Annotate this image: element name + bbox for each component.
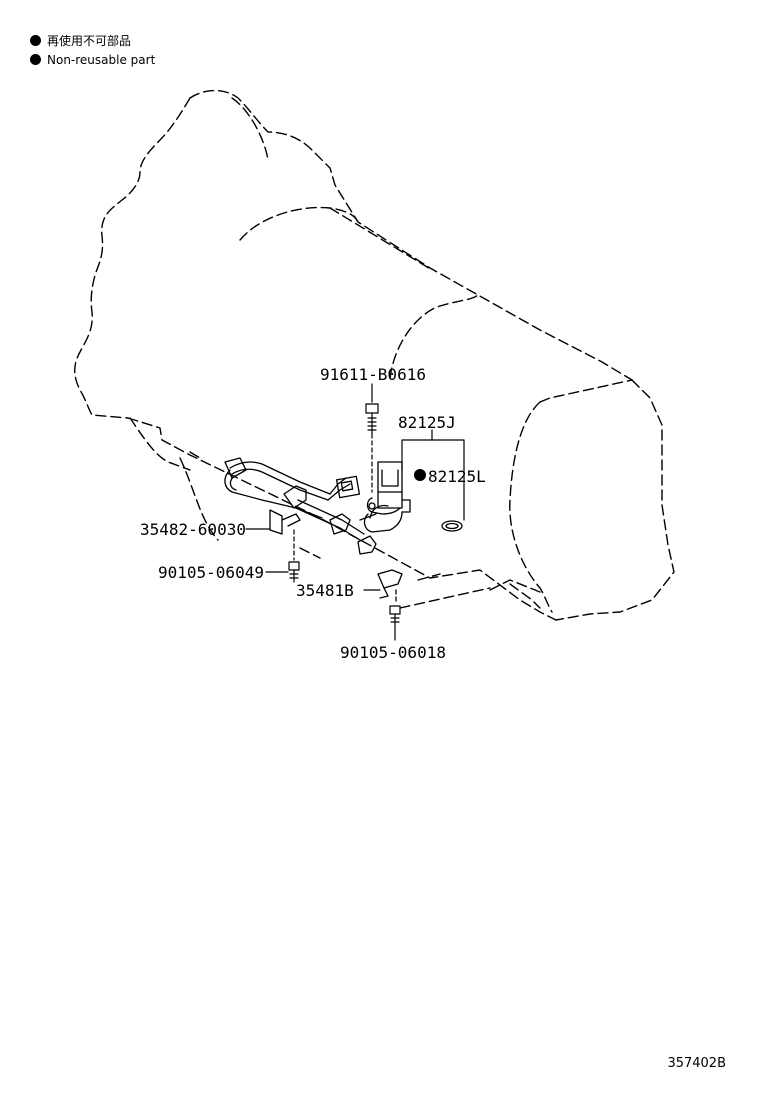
part-label-82125j: 82125J <box>398 413 456 432</box>
bracket-35482-icon <box>269 509 301 535</box>
bolt-91611-icon <box>365 403 379 493</box>
legend-row-en: Non-reusable part <box>30 50 155 69</box>
non-reusable-dot-icon <box>30 35 41 46</box>
wire-harness <box>224 457 389 541</box>
leader-lines <box>245 383 465 641</box>
non-reusable-dot-icon <box>414 469 426 481</box>
bolt-90105-06018-icon <box>389 605 401 629</box>
part-label-35482: 35482-60030 <box>140 520 246 539</box>
speed-sensor <box>363 461 411 533</box>
diagram-code: 357402B <box>667 1056 726 1071</box>
o-ring-icon <box>441 520 463 532</box>
part-label-90105-06049: 90105-06049 <box>158 563 264 582</box>
clamp-35481b-icon <box>377 569 403 603</box>
legend: 再使用不可部品 Non-reusable part <box>30 31 155 69</box>
bolt-90105-06049-icon <box>288 529 300 583</box>
part-label-82125l: 82125L <box>428 467 486 486</box>
non-reusable-dot-icon <box>30 54 41 65</box>
transmission-housing-outline <box>74 89 675 621</box>
legend-en-label: Non-reusable part <box>47 52 156 67</box>
legend-jp-label: 再使用不可部品 <box>47 34 132 48</box>
part-label-90105-06018: 90105-06018 <box>340 643 446 662</box>
part-label-91611: 91611-B0616 <box>320 365 426 384</box>
harness-connector <box>283 475 377 555</box>
part-label-35481b: 35481B <box>296 581 354 600</box>
legend-row-jp: 再使用不可部品 <box>30 31 155 50</box>
